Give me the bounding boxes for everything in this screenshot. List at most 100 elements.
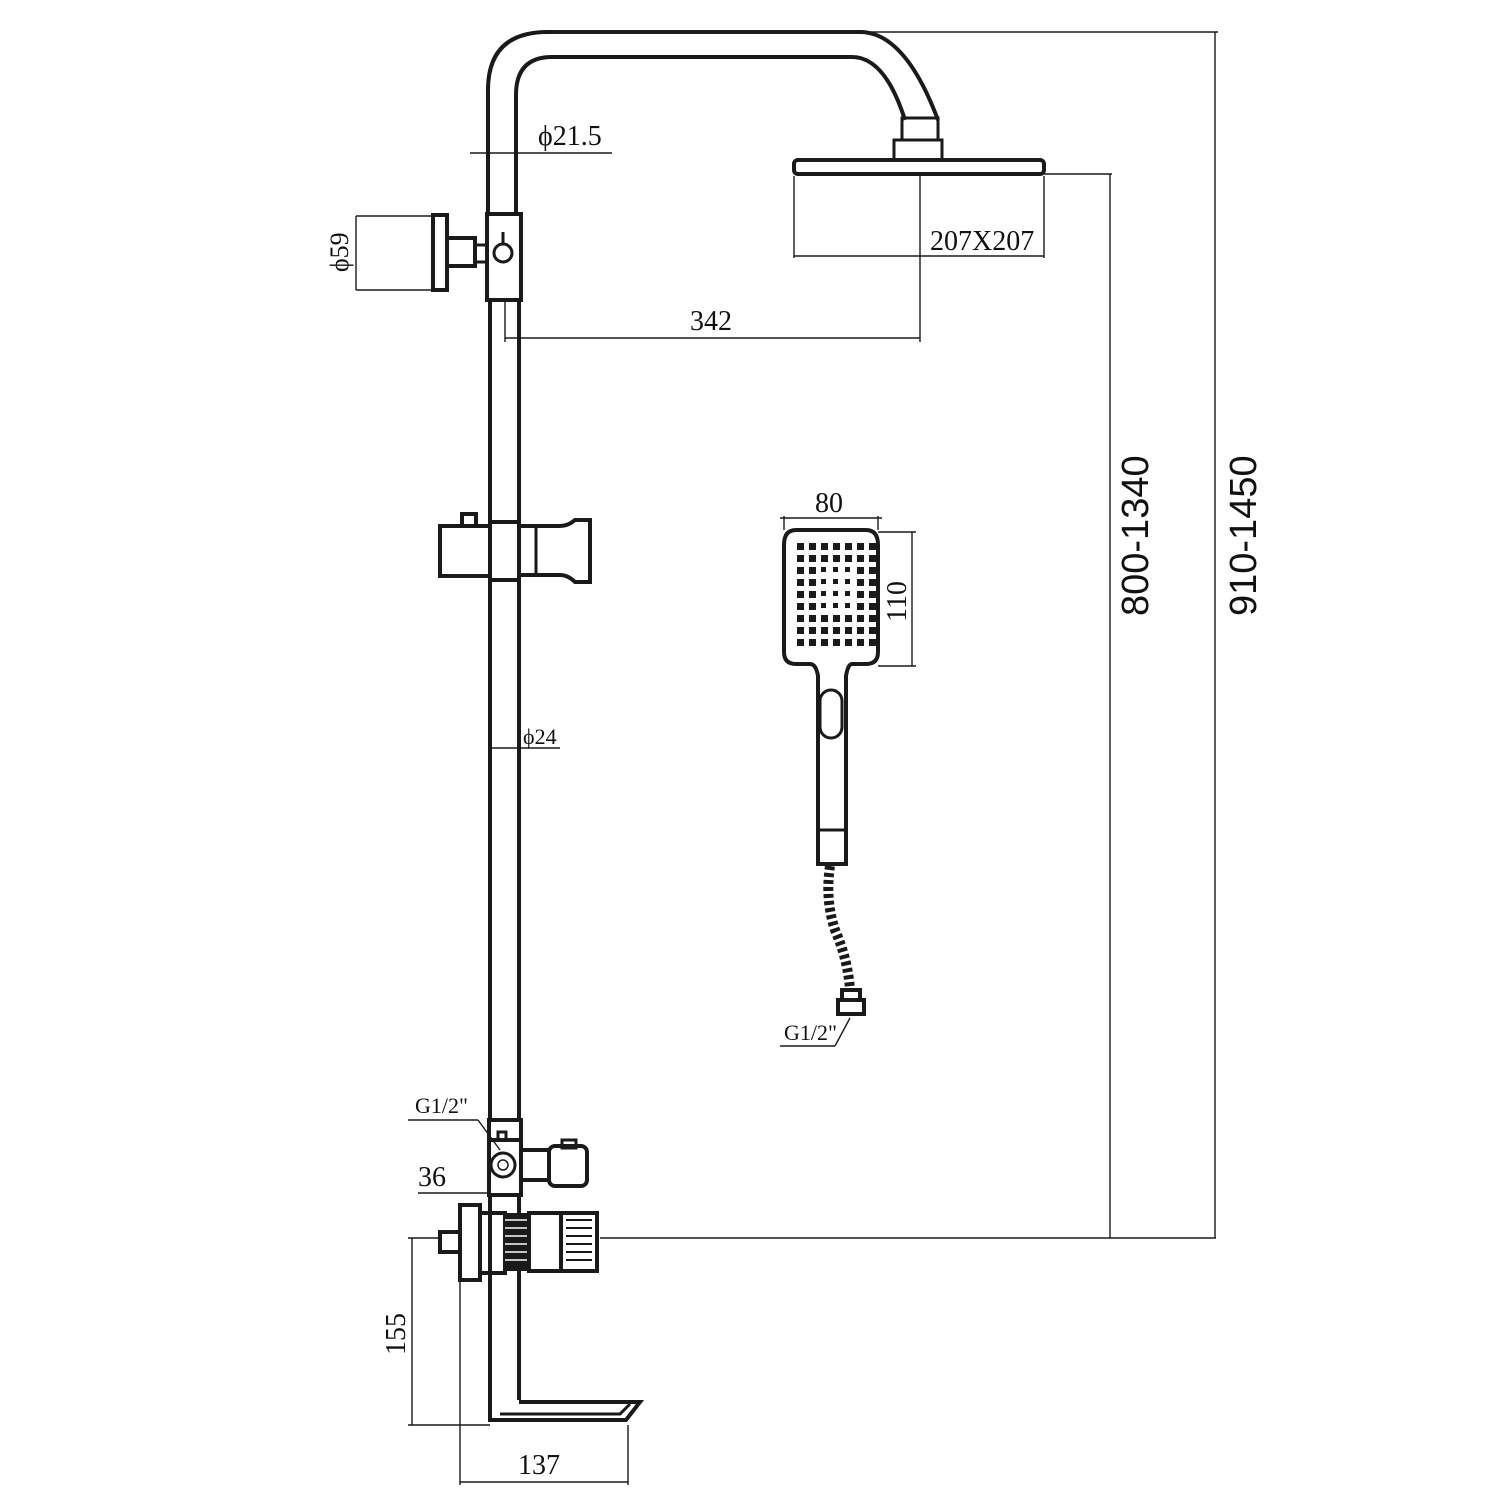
dim-hand-height-label: 110 (882, 581, 913, 622)
nozzle (869, 543, 876, 550)
nozzle (809, 543, 816, 550)
dim-valve-offset-label: 36 (418, 1162, 446, 1193)
dim-spout-length: 137 (459, 1280, 629, 1485)
nozzle (821, 567, 826, 572)
nozzle (833, 567, 838, 572)
dim-rail-diameter: ϕ24 (488, 724, 560, 749)
shower-head (792, 138, 1046, 176)
dim-wall-bracket-label: ϕ59 (325, 232, 354, 272)
dim-outlet-thread-label: G1/2" (415, 1093, 468, 1118)
nozzle (845, 579, 850, 584)
nozzle (797, 567, 804, 574)
dim-hose-thread-label: G1/2" (784, 1020, 837, 1045)
diverter-connector (487, 1118, 589, 1197)
nozzle (845, 591, 850, 596)
nozzle (809, 591, 816, 598)
nozzle (833, 639, 840, 646)
nozzle (833, 555, 840, 562)
nozzle (821, 543, 828, 550)
dim-spout-height-label: 155 (381, 1313, 412, 1355)
hand-shower (782, 528, 880, 866)
dim-hand-width-label: 80 (815, 488, 843, 519)
nozzle (797, 615, 804, 622)
nozzle (869, 555, 876, 562)
dim-wall-bracket: ϕ59 (325, 215, 438, 291)
dim-upper-pipe: ϕ21.5 (470, 121, 612, 154)
nozzle (845, 639, 852, 646)
nozzle (809, 567, 816, 574)
mixer-valve (438, 1203, 599, 1282)
dim-head-size: 207X207 (793, 176, 1045, 258)
nozzle (809, 579, 816, 586)
slider-holder (438, 512, 592, 584)
nozzle (809, 627, 816, 634)
nozzle (833, 543, 840, 550)
nozzle (857, 591, 864, 598)
nozzle (869, 615, 876, 622)
nozzle (833, 615, 840, 622)
wall-bracket (431, 213, 488, 292)
nozzle (821, 555, 828, 562)
dim-head-size-label: 207X207 (930, 226, 1034, 257)
nozzle (821, 639, 828, 646)
dim-valve-offset: 36 (418, 1162, 490, 1194)
nozzle (809, 603, 816, 610)
nozzle (857, 567, 864, 574)
nozzle (857, 639, 864, 646)
nozzle (797, 639, 804, 646)
nozzle (845, 603, 850, 608)
nozzle (797, 591, 804, 598)
dim-rail-diameter-label: ϕ24 (523, 724, 557, 749)
dim-total-height: 910-1450 (860, 31, 1265, 1238)
nozzle (821, 591, 826, 596)
nozzle (833, 627, 840, 634)
nozzle (821, 615, 828, 622)
dim-spout-length-label: 137 (518, 1450, 560, 1481)
nozzle (869, 567, 876, 574)
upper-connector (485, 212, 523, 302)
nozzle (797, 555, 804, 562)
nozzle (821, 627, 828, 634)
nozzle (809, 555, 816, 562)
nozzle (833, 603, 838, 608)
nozzle (845, 555, 852, 562)
dim-head-height: 800-1340 (600, 173, 1216, 1239)
dim-upper-pipe-label: ϕ21.5 (538, 121, 602, 152)
nozzle (809, 615, 816, 622)
nozzle (857, 579, 864, 586)
dim-head-height-label: 800-1340 (1115, 455, 1157, 616)
nozzle (869, 639, 876, 646)
nozzle (869, 591, 876, 598)
shower-hose (823, 865, 866, 1016)
dim-hand-height: 110 (878, 531, 916, 667)
nozzle (857, 603, 864, 610)
dim-outlet-thread: G1/2" (408, 1093, 501, 1151)
nozzle (845, 543, 852, 550)
nozzle (821, 579, 826, 584)
nozzle (857, 615, 864, 622)
nozzle (869, 603, 876, 610)
nozzle (845, 615, 852, 622)
nozzle (797, 627, 804, 634)
dim-arm-reach: 342 (504, 176, 921, 342)
nozzle-grid (797, 543, 876, 646)
nozzle (857, 555, 864, 562)
dim-hand-width: 80 (780, 488, 882, 530)
dim-spout-height: 155 (381, 1237, 490, 1426)
dim-arm-reach-label: 342 (690, 306, 732, 337)
nozzle (833, 591, 838, 596)
nozzle (821, 603, 826, 608)
dim-hose-thread: G1/2" (780, 1017, 851, 1047)
nozzle (857, 543, 864, 550)
nozzle (845, 627, 852, 634)
nozzle (797, 579, 804, 586)
tub-spout (488, 1400, 645, 1422)
nozzle (857, 627, 864, 634)
nozzle (797, 543, 804, 550)
dim-total-height-label: 910-1450 (1223, 455, 1265, 616)
nozzle (797, 603, 804, 610)
nozzle (845, 567, 850, 572)
nozzle (833, 579, 838, 584)
nozzle (869, 579, 876, 586)
